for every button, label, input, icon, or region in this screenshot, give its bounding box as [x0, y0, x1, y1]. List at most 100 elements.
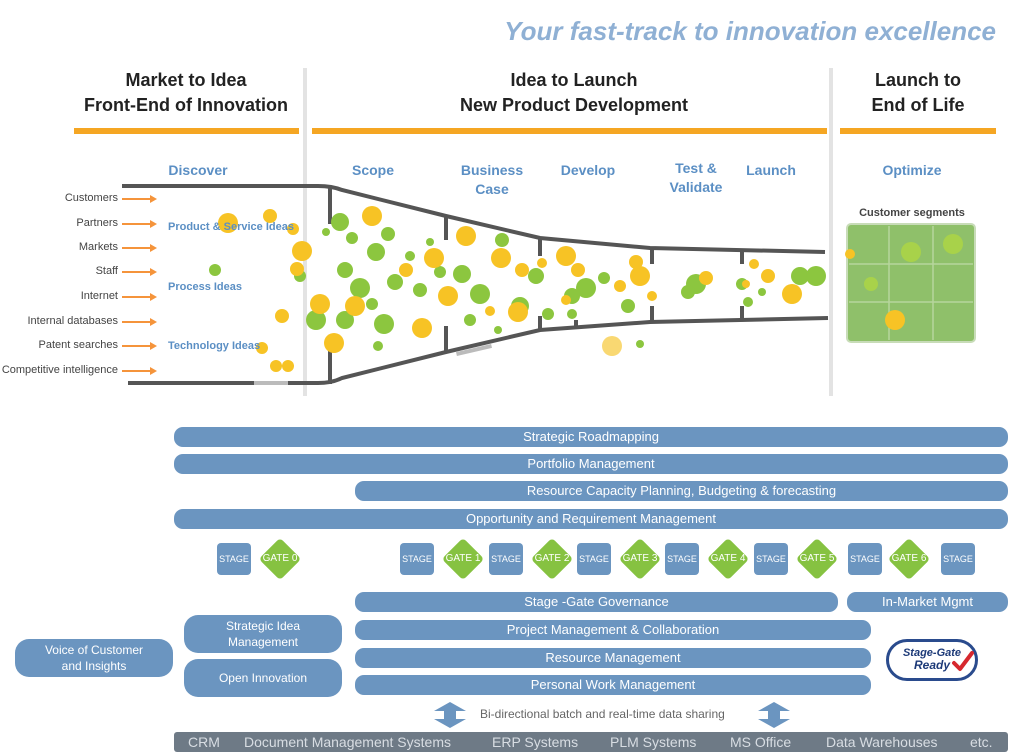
funnel-gap: [456, 344, 492, 356]
gate-6-label: GATE 6: [891, 553, 927, 564]
stage-0: STAGE 0: [217, 543, 251, 596]
stage-7: STAGE 7: [941, 543, 975, 596]
pill-voice-of-customer-line1: Voice of Customer: [44, 643, 144, 657]
innovation-funnel: [122, 184, 829, 385]
subphase-discover: Discover: [168, 162, 228, 178]
subphase-launch: Launch: [746, 162, 796, 178]
phase-launch-to-end-line2: End of Life: [871, 95, 965, 115]
gate-3-label: GATE 3: [622, 553, 658, 564]
arrow-icon: [122, 220, 157, 228]
source-partners: Partners: [76, 217, 118, 229]
stage-gate-ready-line1: Stage-Gate: [902, 647, 962, 659]
subphase-business-case: Business Case: [452, 161, 532, 199]
data-sharing-label: Bi-directional batch and real-time data …: [480, 707, 725, 721]
phase-launch-to-end-line1: Launch to: [875, 70, 961, 90]
phase-idea-to-launch: Idea to Launch New Product Development: [312, 68, 836, 118]
idea-type-technology: Technology Ideas: [168, 340, 261, 352]
idea-type-product-service: Product & Service Ideas: [168, 221, 294, 233]
source-competitive-intelligence: Competitive intelligence: [1, 364, 118, 376]
arrow-icon: [122, 293, 157, 301]
system-plm: PLM Systems: [610, 734, 697, 750]
stage-3: STAGE 3: [577, 543, 611, 596]
subphase-business-case-line1: Business: [460, 162, 524, 178]
pill-open-innovation: Open Innovation: [184, 659, 342, 697]
arrow-icon: [122, 342, 157, 350]
pill-voice-of-customer: Voice of Customer and Insights: [15, 639, 173, 677]
bar-personal-work: Personal Work Management: [355, 675, 871, 695]
stage-5: STAGE 5: [754, 543, 788, 596]
phase-idea-to-launch-line1: Idea to Launch: [510, 70, 638, 90]
phase-idea-to-launch-line2: New Product Development: [459, 95, 689, 115]
checkmark-icon: [952, 651, 974, 671]
double-arrow-icon: [758, 702, 790, 728]
source-internet: Internet: [80, 290, 118, 302]
customer-segments-label: Customer segments: [859, 207, 965, 219]
gate-4-label: GATE 4: [710, 553, 746, 564]
phase-market-to-idea: Market to Idea Front-End of Innovation: [70, 68, 302, 118]
subphase-test-validate-line2: Validate: [669, 179, 723, 195]
pill-strategic-idea-line1: Strategic Idea: [225, 619, 301, 633]
phase-underline-3: [840, 128, 996, 134]
system-ms-office: MS Office: [730, 734, 792, 750]
idea-bubbles-green: [209, 213, 826, 351]
pill-strategic-idea: Strategic Idea Management: [184, 615, 342, 653]
tagline: Your fast-track to innovation excellence: [504, 16, 996, 46]
gate-6: GATE 6: [887, 537, 931, 581]
funnel-walls: [122, 184, 829, 385]
bar-strategic-roadmapping: Strategic Roadmapping: [174, 427, 1008, 447]
stage-gate-ready-line2: Ready: [913, 658, 951, 672]
gate-0: GATE 0: [258, 537, 302, 581]
arrow-icon: [122, 367, 157, 375]
system-document-management: Document Management Systems: [244, 734, 451, 750]
gate-1: GATE 1: [441, 537, 485, 581]
customer-segments-grid: [845, 223, 976, 343]
bar-project-management: Project Management & Collaboration: [355, 620, 871, 640]
phase-market-to-idea-line2: Front-End of Innovation: [84, 95, 288, 115]
source-customers: Customers: [64, 192, 118, 204]
gate-1-label: GATE 1: [445, 553, 481, 564]
system-data-warehouses: Data Warehouses: [826, 734, 938, 750]
source-staff: Staff: [95, 265, 118, 277]
source-markets: Markets: [78, 241, 118, 253]
stage-1: STAGE 1: [400, 543, 434, 596]
subphase-scope: Scope: [351, 162, 394, 178]
gate-2: GATE 2: [530, 537, 574, 581]
arrow-icon: [122, 244, 157, 252]
funnel-gates: [328, 188, 744, 384]
phase-launch-to-end: Launch to End of Life: [840, 68, 996, 118]
system-erp: ERP Systems: [492, 734, 579, 750]
source-internal-databases: Internal databases: [27, 315, 118, 327]
bar-portfolio-management: Portfolio Management: [174, 454, 1008, 474]
idea-bubbles-yellow: [218, 206, 802, 372]
idea-type-process: Process Ideas: [168, 281, 242, 293]
bar-in-market-mgmt: In-Market Mgmt: [847, 592, 1008, 612]
source-arrows: [122, 195, 157, 375]
double-arrow-icon: [434, 702, 466, 728]
idea-bubble-pale: [602, 336, 622, 356]
gate-5-label: GATE 5: [799, 553, 835, 564]
stage-gate-ready-badge: Stage-Gate Ready: [886, 639, 978, 681]
gate-3: GATE 3: [618, 537, 662, 581]
pill-strategic-idea-line2: Management: [227, 635, 299, 649]
systems-bar: CRM Document Management Systems ERP Syst…: [174, 732, 1008, 752]
system-crm: CRM: [188, 734, 220, 750]
gate-4: GATE 4: [706, 537, 750, 581]
source-patent-searches: Patent searches: [38, 339, 119, 351]
stage-2: STAGE 2: [489, 543, 523, 596]
phase-underline-1: [74, 128, 299, 134]
subphase-test-validate-line1: Test &: [675, 160, 717, 176]
bar-resource-management: Resource Management: [355, 648, 871, 668]
bar-stage-gate-governance: Stage -Gate Governance: [355, 592, 838, 612]
gate-2-label: GATE 2: [534, 553, 570, 564]
stage-6: STAGE 6: [848, 543, 882, 596]
separator-1: [303, 68, 307, 396]
system-etc: etc.: [970, 734, 993, 750]
subphase-test-validate: Test & Validate: [656, 159, 736, 197]
arrow-icon: [122, 318, 157, 326]
bar-resource-capacity: Resource Capacity Planning, Budgeting & …: [355, 481, 1008, 501]
arrow-icon: [122, 195, 157, 203]
stage-4: STAGE 4: [665, 543, 699, 596]
bar-opportunity-requirement: Opportunity and Requirement Management: [174, 509, 1008, 529]
separator-2: [829, 68, 833, 396]
funnel-gap: [254, 381, 288, 385]
